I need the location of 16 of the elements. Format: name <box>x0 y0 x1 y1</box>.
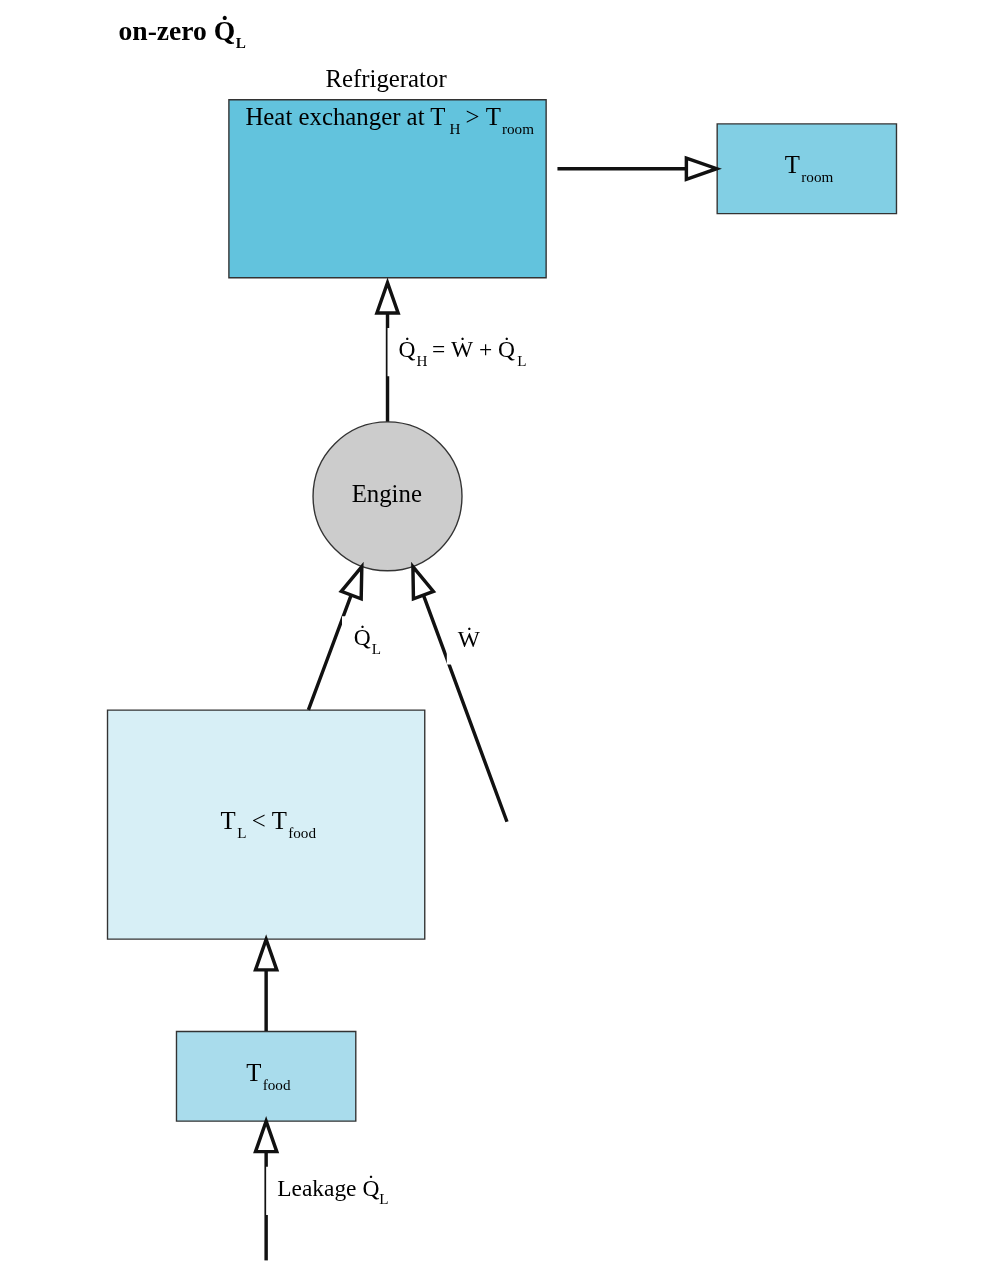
edge-label: Ẇ <box>457 625 480 652</box>
node-box: T$_{L}$ < T$_{food}$ <box>106 709 426 940</box>
arrow <box>253 934 280 1031</box>
edge-label: Leakage Q̇$_{L}$ <box>277 1174 389 1208</box>
arrow <box>306 561 364 711</box>
arrow <box>411 561 509 823</box>
arrow <box>557 155 722 182</box>
node-box: T$_{food}$ <box>175 1030 357 1122</box>
arrow <box>253 1116 280 1261</box>
diagram-title: on-zero Q̇$_{L}$ <box>118 14 246 52</box>
node-box: T$_{room}$ <box>716 123 898 215</box>
arrow <box>374 277 401 422</box>
node-label: Refrigerator <box>325 64 447 92</box>
edge-label: Q̇$_{L}$ <box>353 624 381 657</box>
edge-label: Q̇$_{H}$ = Ẇ + Q̇$_{L}$ <box>398 336 527 369</box>
node-circle: Engine <box>312 421 463 572</box>
